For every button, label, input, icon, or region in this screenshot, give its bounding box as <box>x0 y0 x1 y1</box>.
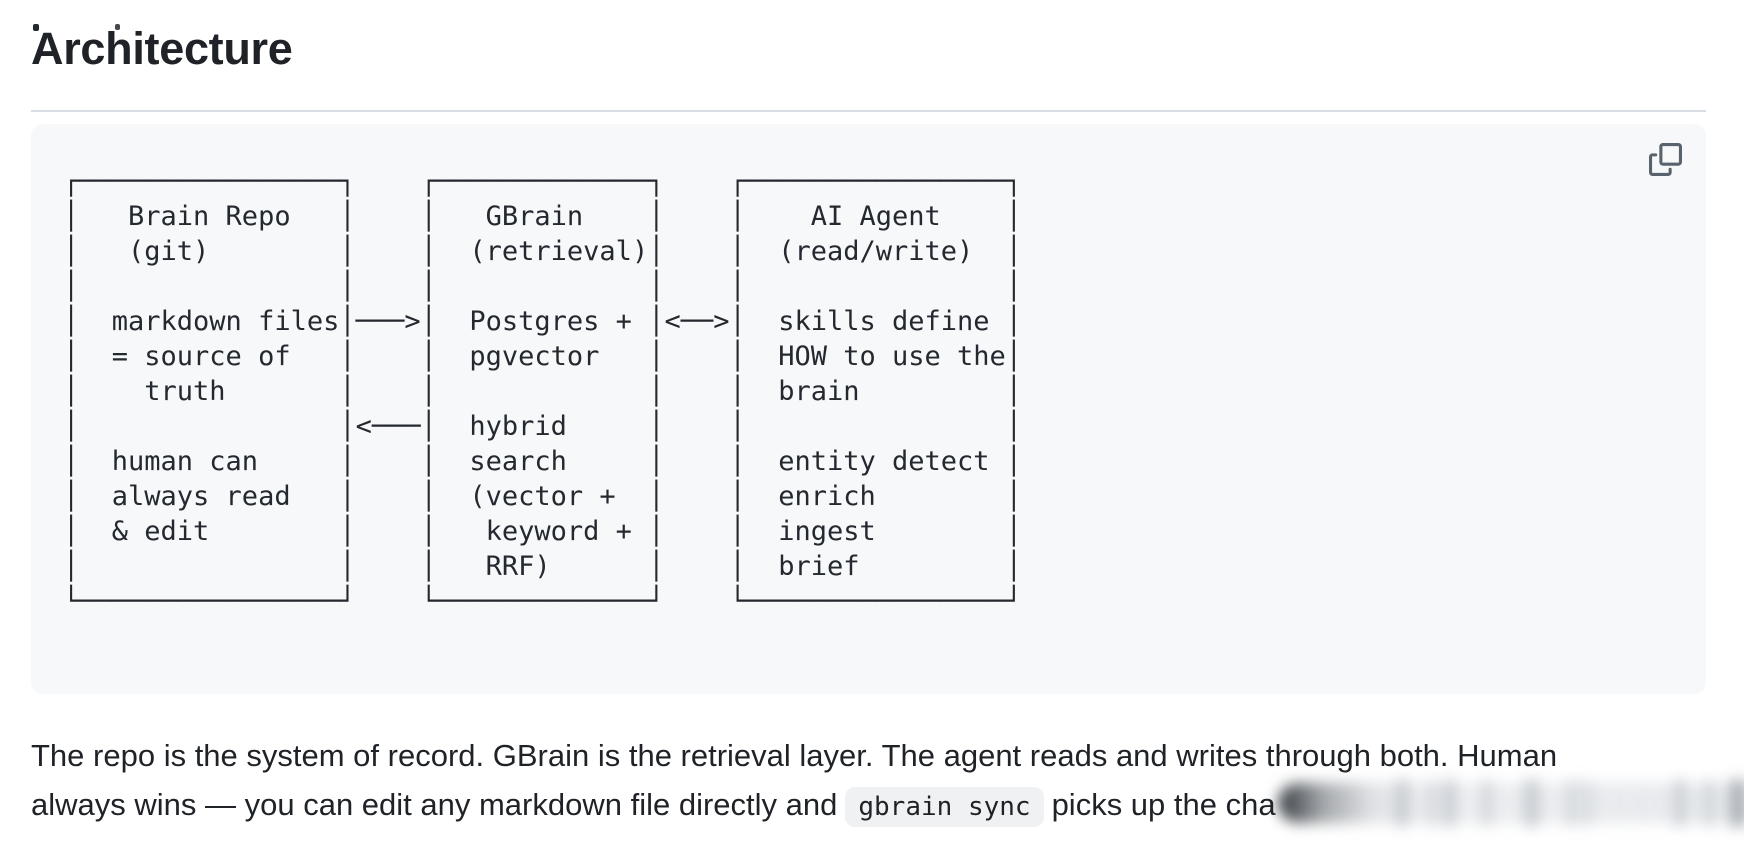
code-block: ┌────────────────┐ ┌─────────────┐ ┌────… <box>31 124 1706 694</box>
cropped-text-artifact <box>33 24 39 31</box>
cropped-text-artifact <box>115 24 120 30</box>
description-paragraph: The repo is the system of record. GBrain… <box>31 734 1744 829</box>
paragraph-line-1: The repo is the system of record. GBrain… <box>31 738 1558 773</box>
paragraph-line-2-tail: picks up the cha <box>1051 787 1276 822</box>
page-title: Architecture <box>31 22 1706 112</box>
copy-icon <box>1648 142 1682 176</box>
paragraph-line-2-text: always wins — you can edit any markdown … <box>31 787 838 822</box>
redacted-blur-region <box>1277 777 1744 829</box>
inline-code-gbrain-sync: gbrain sync <box>845 787 1044 827</box>
copy-code-button[interactable] <box>1642 136 1688 182</box>
ascii-architecture-diagram: ┌────────────────┐ ┌─────────────┐ ┌────… <box>31 124 1706 694</box>
paragraph-line-2: always wins — you can edit any markdown … <box>31 777 1744 829</box>
page-content: Architecture ┌────────────────┐ ┌───────… <box>0 22 1744 829</box>
